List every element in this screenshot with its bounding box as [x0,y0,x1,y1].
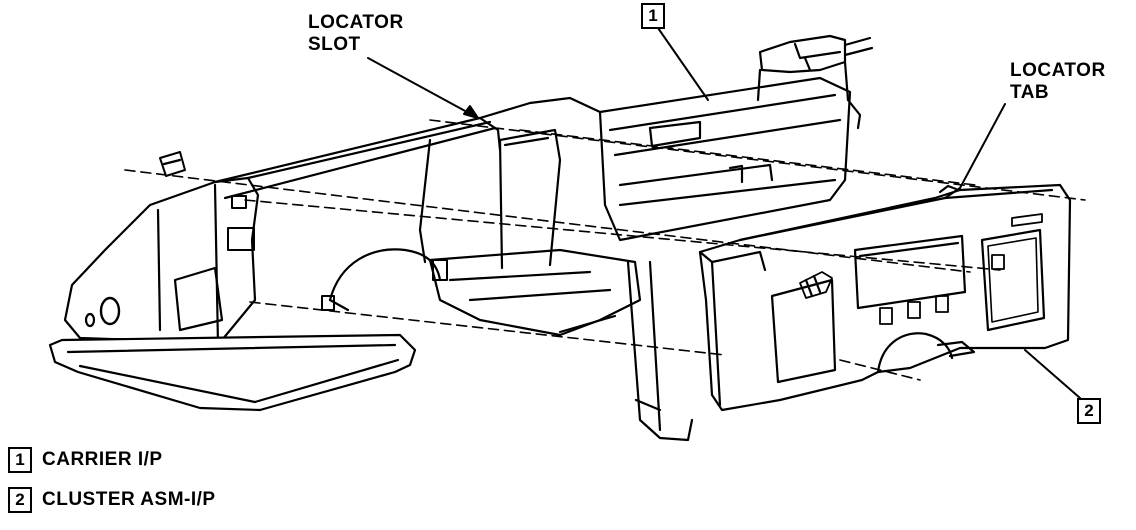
retainer-clip-shape [159,151,186,177]
legend-item-carrier: 1 CARRIER I/P [8,447,163,473]
legend-number-2: 2 [8,487,32,513]
locator-tab-label-line2: TAB [1010,82,1050,103]
cluster-asm-ip-shape [698,183,1072,412]
legend-text-cluster: CLUSTER ASM-I/P [42,489,216,510]
callout-2-box: 2 [1077,398,1101,424]
leader-lines [367,27,1081,399]
callout-2-leader [1024,349,1081,399]
legend-number-1: 1 [8,447,32,473]
alignment-lines [124,119,1086,381]
carrier-ip-shape [48,34,874,442]
legend-item-cluster: 2 CLUSTER ASM-I/P [8,487,216,513]
locator-slot-label: LOCATOR SLOT [308,12,404,56]
locator-tab-label: LOCATOR TAB [1010,60,1106,104]
locator-tab-label-line1: LOCATOR [1010,60,1106,81]
locator-slot-label-line1: LOCATOR [308,12,404,33]
locator-tab-leader [959,103,1006,189]
callout-1-leader [657,27,709,101]
legend-text-carrier: CARRIER I/P [42,449,163,470]
locator-slot-label-line2: SLOT [308,34,361,55]
locator-slot-leader [367,57,479,119]
callout-1-box: 1 [641,3,665,29]
locator-slot-arrow [463,105,479,119]
